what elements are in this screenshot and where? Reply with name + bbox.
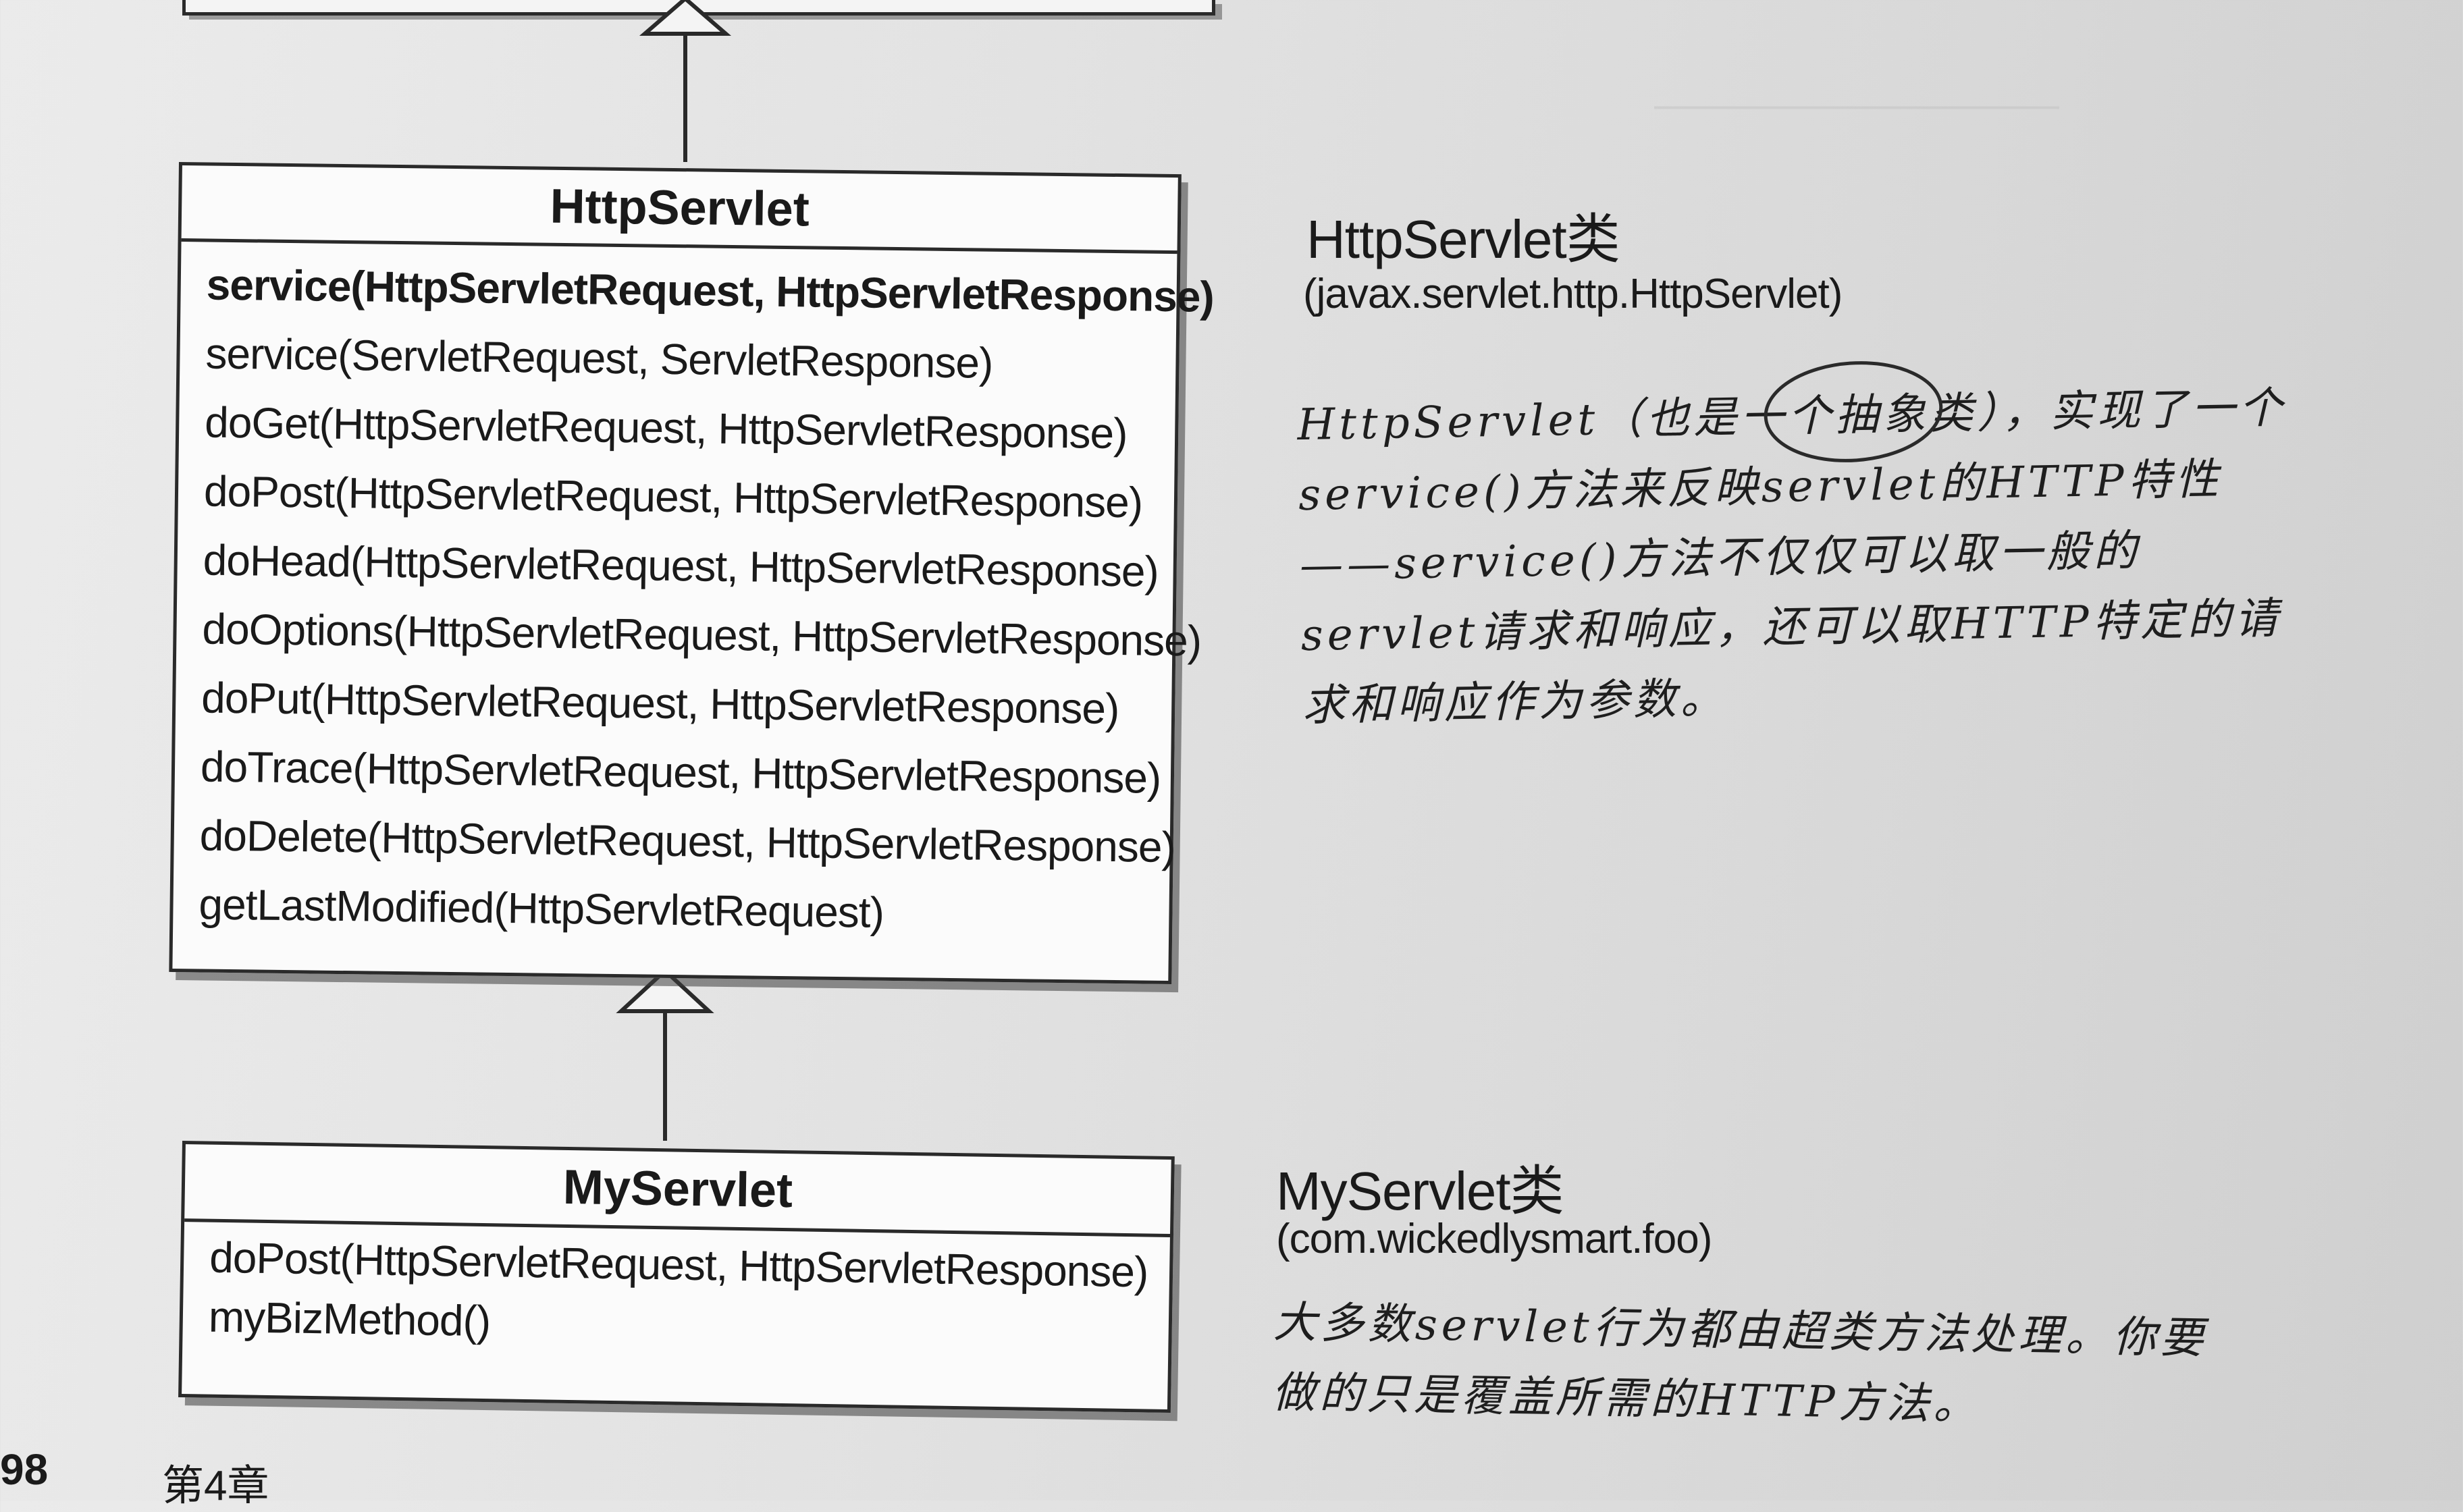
- httpservlet-note-package: (javax.servlet.http.HttpServlet): [1303, 271, 1843, 317]
- myservlet-handwritten-note: 大多数servlet行为都由超类方法处理。你要做的只是覆盖所需的HTTP方法。: [1271, 1297, 2208, 1430]
- myservlet-note-title: MyServlet类: [1276, 1161, 1564, 1221]
- page-number: 98: [0, 1445, 49, 1494]
- inheritance-arrowhead-top: [639, 0, 732, 36]
- httpservlet-note-title: HttpServlet类: [1306, 209, 1620, 269]
- inheritance-arrowhead-bottom: [616, 967, 714, 1013]
- chapter-label: 第4章: [162, 1463, 269, 1509]
- myservlet-note-package: (com.wickedlysmart.foo): [1276, 1216, 1712, 1262]
